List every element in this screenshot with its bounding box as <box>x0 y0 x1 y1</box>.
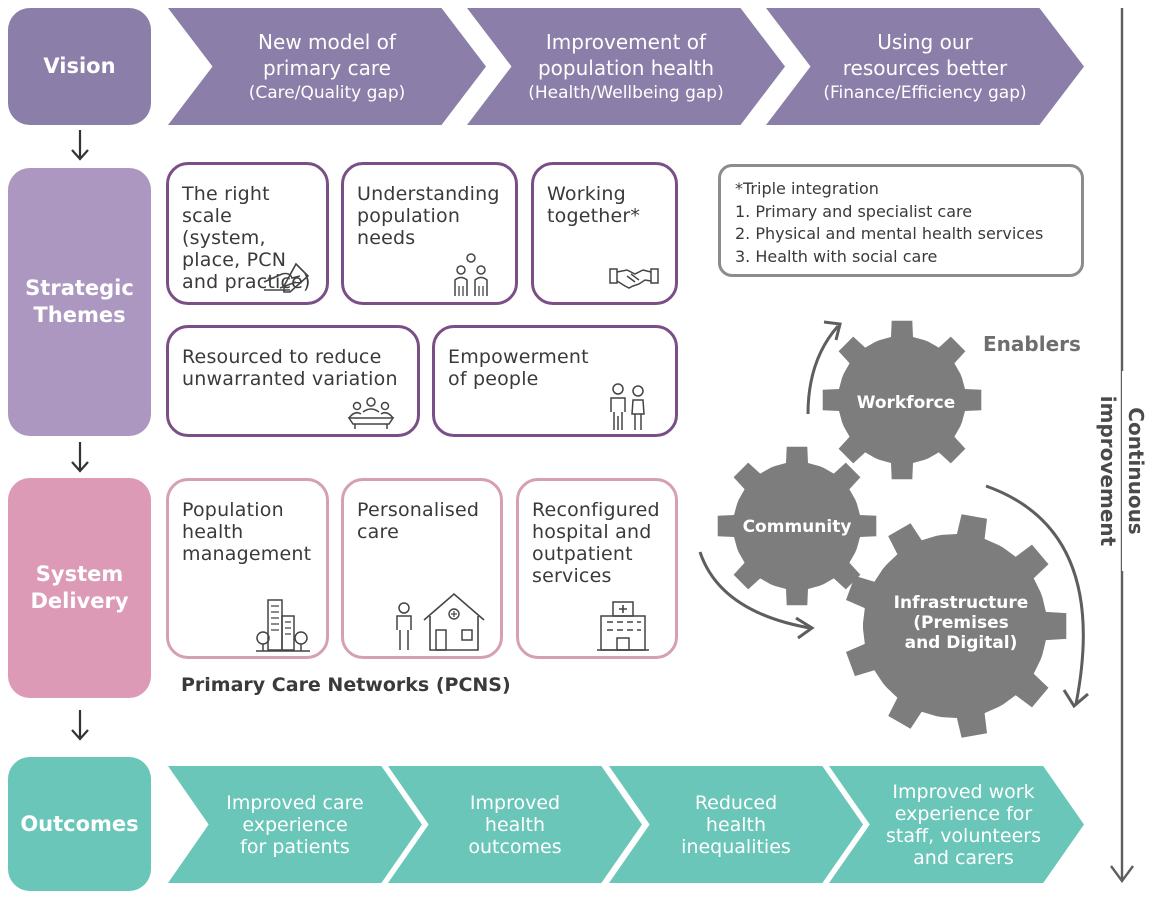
enablers-gears <box>698 320 1089 738</box>
arrow-down-icon <box>71 442 89 473</box>
gear-community-icon <box>717 446 877 606</box>
pcn-label: Primary Care Networks (PCNS) <box>181 674 511 696</box>
row-label-strategic-themes: Strategic Themes <box>8 168 151 436</box>
cycle-arrow-icon <box>806 325 840 415</box>
outcome-chevron-work-experience: Improved work experience for staff, volu… <box>829 766 1084 883</box>
vision-chevron-resources: Using our resources better (Finance/Effi… <box>766 8 1084 125</box>
vision-chevron-population-health: Improvement of population health (Health… <box>467 8 785 125</box>
cycle-arrow-icon <box>985 484 1085 705</box>
hospital-icon <box>597 601 649 651</box>
delivery-card-hospital-services: Reconfigured hospital and outpatient ser… <box>516 478 678 659</box>
handshake-icon <box>609 268 659 289</box>
person-house-icon <box>396 592 485 651</box>
people-group-icon <box>454 253 488 296</box>
outcome-chevron-care-experience: Improved care experience for patients <box>168 766 422 883</box>
theme-card-reduce-variation: Resourced to reduce unwarranted variatio… <box>166 325 420 437</box>
outcome-chevron-health-inequalities: Reduced health inequalities <box>609 766 863 883</box>
delivery-card-personalised-care: Personalised care <box>341 478 503 659</box>
enablers-title: Enablers <box>983 332 1081 356</box>
gear-infrastructure-icon <box>846 514 1067 738</box>
city-buildings-icon <box>256 599 310 652</box>
note-title: *Triple integration <box>735 179 879 198</box>
row-label-outcomes: Outcomes <box>8 757 151 891</box>
arrow-down-icon <box>71 130 89 161</box>
theme-card-empowerment: Empowerment of people <box>432 325 678 437</box>
gear-label-community: Community <box>742 517 852 537</box>
continuous-improvement-label: Continuous improvement <box>1096 371 1150 571</box>
triple-integration-note: *Triple integration 1. Primary and speci… <box>718 164 1084 277</box>
gear-label-workforce: Workforce <box>856 393 956 413</box>
row-label-system-delivery: System Delivery <box>8 478 151 698</box>
note-item: 3. Health with social care <box>735 246 938 266</box>
gear-label-infrastructure: Infrastructure (Premises and Digital) <box>893 593 1029 653</box>
vision-chevron-primary-care: New model of primary care (Care/Quality … <box>168 8 486 125</box>
note-item: 1. Primary and specialist care <box>735 201 973 221</box>
two-people-icon <box>610 383 645 430</box>
arrow-down-icon <box>71 710 89 741</box>
row-label-vision: Vision <box>8 8 151 125</box>
meeting-table-icon <box>347 397 395 429</box>
theme-card-working-together: Working together* <box>531 162 678 305</box>
theme-card-right-scale: The right scale (system, place, PCN and … <box>166 162 329 305</box>
cycle-arrow-icon <box>698 551 811 630</box>
outcome-chevron-health-outcomes: Improved health outcomes <box>388 766 642 883</box>
theme-card-population-needs: Understanding population needs <box>341 162 518 305</box>
gear-workforce-icon <box>822 320 982 480</box>
hand-writing-icon <box>263 262 310 293</box>
delivery-card-population-health: Population health management <box>166 478 329 659</box>
note-item: 2. Physical and mental health services <box>735 224 1044 243</box>
